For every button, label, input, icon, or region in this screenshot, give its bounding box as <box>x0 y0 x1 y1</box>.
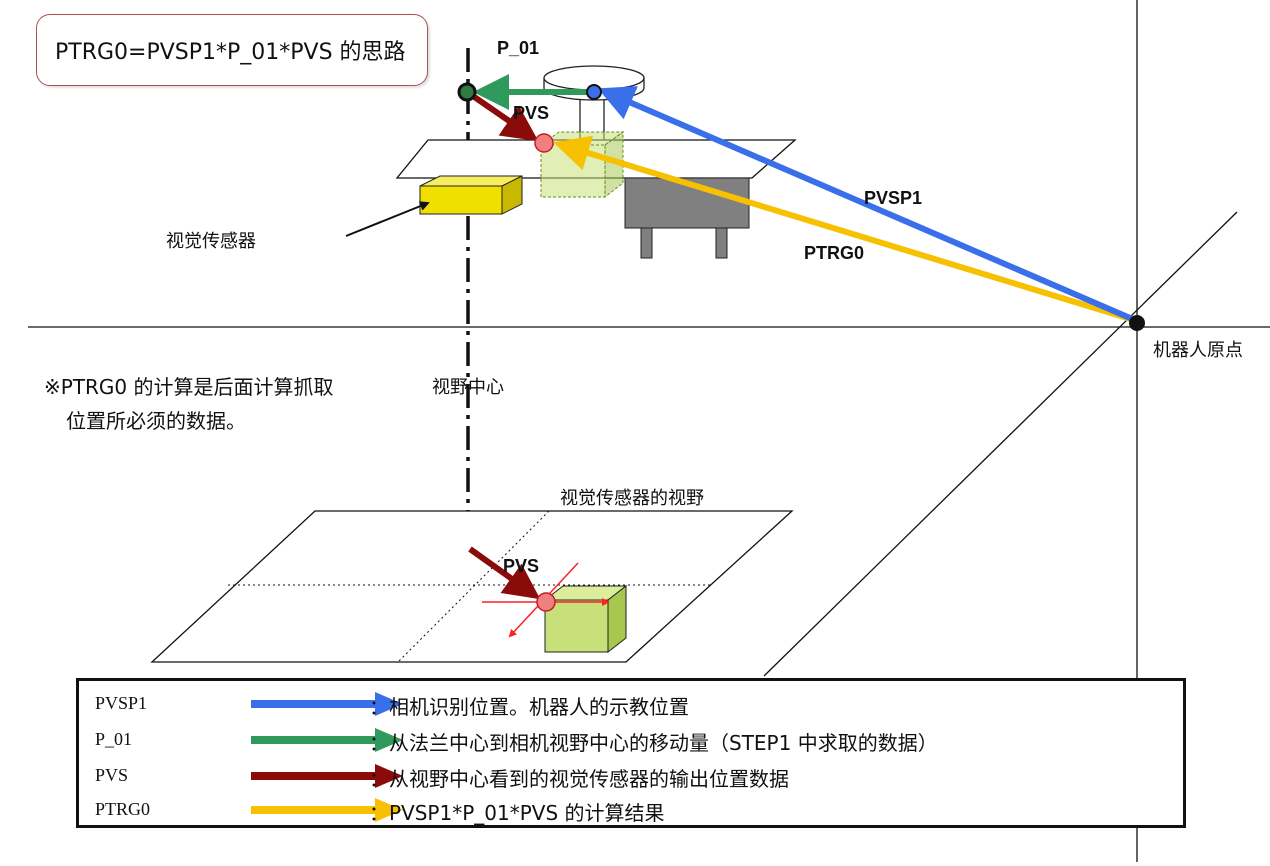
p01-point <box>457 82 477 102</box>
legend-desc: ：从视野中心看到的视觉传感器的输出位置数据 <box>369 767 789 791</box>
label-sensor-view: 视觉传感器的视野 <box>560 488 704 509</box>
fov-dotted-diagonal <box>397 510 550 663</box>
label-pvs-bottom: PVS <box>503 556 540 576</box>
ptrg0-vector <box>553 135 1138 324</box>
label-robot-origin: 机器人原点 <box>1153 340 1243 361</box>
sensor-field-of-view <box>150 510 794 663</box>
workpiece-ghost-side <box>604 131 624 199</box>
note-line-1: ※PTRG0 的计算是后面计算抓取 <box>44 375 334 399</box>
label-vision-sensor: 视觉传感器 <box>166 231 256 252</box>
pvs-vector-top <box>468 91 539 142</box>
label-ptrg0: PTRG0 <box>804 243 865 263</box>
pvs-point-bottom <box>536 592 556 612</box>
legend-arrow-p01 <box>251 728 403 752</box>
legend-name: PVS <box>95 765 129 785</box>
robot-leg-right <box>715 227 728 259</box>
pvs-vector-bottom <box>468 546 541 600</box>
robot-leg-left <box>640 227 653 259</box>
vision-sensor-front <box>419 185 503 215</box>
legend-arrow-pvsp1 <box>251 692 403 716</box>
legend-row-pvsp1: PVSP1 ：相机识别位置。机器人的示教位置 <box>79 687 1183 721</box>
legend-arrow-pvs <box>251 764 403 788</box>
diagram-title: PTRG0=PVSP1*P_01*PVS 的思路 <box>55 40 406 65</box>
pvs-point-top <box>534 133 554 153</box>
legend-desc: ：相机识别位置。机器人的示教位置 <box>369 695 689 719</box>
legend-row-ptrg0: PTRG0 ：PVSP1*P_01*PVS 的计算结果 <box>79 793 1183 827</box>
workpiece-front <box>544 599 609 653</box>
title-box: PTRG0=PVSP1*P_01*PVS 的思路 <box>36 14 428 86</box>
calculation-note: ※PTRG0 的计算是后面计算抓取 位置所必须的数据。 <box>44 370 334 438</box>
label-p01: P_01 <box>497 38 540 58</box>
legend-row-p01: P_01 ：从法兰中心到相机视野中心的移动量（STEP1 中求取的数据） <box>79 723 1183 757</box>
legend-name: P_01 <box>95 729 133 749</box>
flange-point <box>586 84 602 100</box>
note-line-2: 位置所必须的数据。 <box>66 409 246 433</box>
legend-row-pvs: PVS ：从视野中心看到的视觉传感器的输出位置数据 <box>79 759 1183 793</box>
label-pvs-top: PVS <box>513 103 550 123</box>
label-view-center: 视野中心 <box>432 377 504 398</box>
legend-name: PVSP1 <box>95 693 148 713</box>
legend-arrow-ptrg0 <box>251 798 403 822</box>
label-pvsp1: PVSP1 <box>864 188 923 208</box>
legend-desc: ：PVSP1*P_01*PVS 的计算结果 <box>369 801 665 825</box>
legend-desc: ：从法兰中心到相机视野中心的移动量（STEP1 中求取的数据） <box>369 731 938 755</box>
diagonal-axis-line <box>763 211 1238 677</box>
pvsp1-vector <box>597 86 1139 324</box>
robot-origin-point <box>1129 315 1145 331</box>
legend-box: PVSP1 ：相机识别位置。机器人的示教位置 P_01 ：从法兰中心到相机视野中… <box>76 678 1186 828</box>
legend-name: PTRG0 <box>95 799 151 819</box>
sensor-pointer-arrow <box>345 201 430 237</box>
